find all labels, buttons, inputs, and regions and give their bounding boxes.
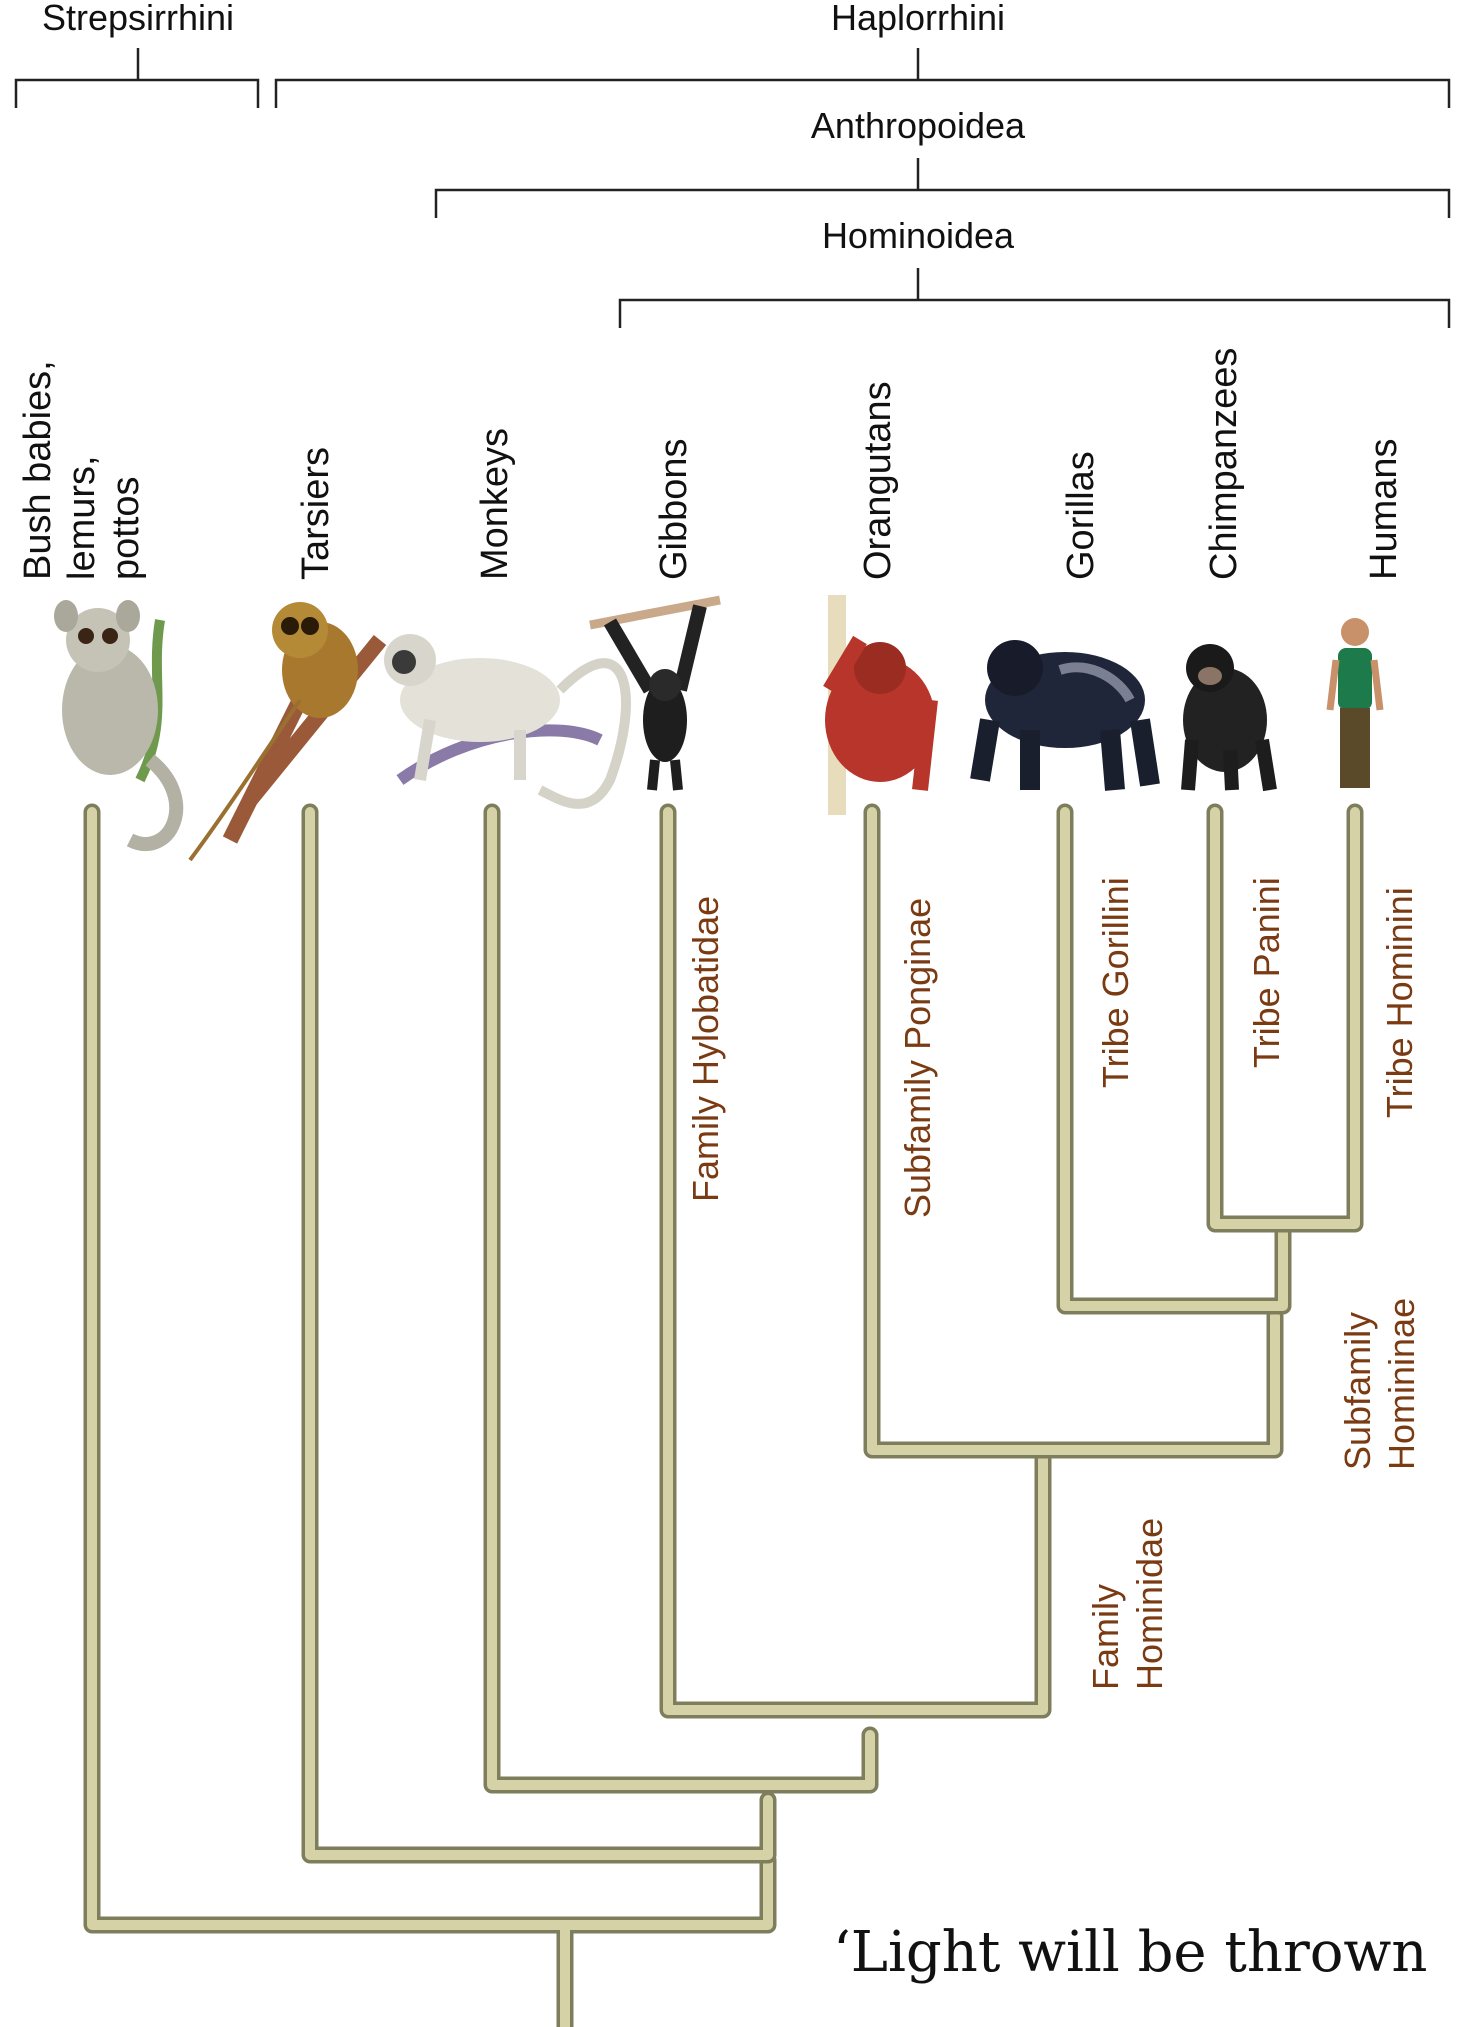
tip-label-orangutans: Orangutans [857, 381, 899, 580]
taxon-label-gorillini: Tribe Gorillini [1095, 877, 1136, 1088]
orangutan-illustration [825, 595, 935, 815]
taxon-label-hylobatidae: Family Hylobatidae [685, 896, 726, 1202]
tip-label-tarsiers: Tarsiers [295, 447, 337, 580]
taxon-label-hominini: Tribe Hominini [1379, 887, 1420, 1118]
haplorrhini-bracket [276, 48, 1449, 108]
tip-label-bushbabies: Bush babies, lemurs, pottos [17, 350, 147, 580]
taxon-label-hominidae: Family Hominidae [1085, 1518, 1170, 1690]
anthropoidea-bracket [436, 158, 1449, 218]
branch-monkeys [492, 812, 870, 1785]
taxon-label-ponginae: Subfamily Ponginae [897, 898, 938, 1218]
hominoidea-label: Hominoidea [822, 215, 1015, 256]
gorilla-illustration [980, 640, 1150, 790]
tip-label-gibbons: Gibbons [653, 438, 695, 580]
anthropoidea-label: Anthropoidea [811, 105, 1026, 146]
tip-label-humans: Humans [1363, 439, 1405, 581]
bushbaby-illustration [54, 600, 176, 844]
gibbon-illustration [590, 600, 720, 790]
hominoidea-bracket [620, 268, 1449, 328]
strepsirrhini-label: Strepsirrhini [42, 0, 234, 38]
quote-text: ‘Light will be thrown [833, 1920, 1427, 1985]
tarsier-illustration [190, 602, 380, 860]
tip-label-gorillas: Gorillas [1060, 451, 1102, 580]
tip-label-chimpanzees: Chimpanzees [1203, 348, 1245, 580]
tip-label-monkeys: Monkeys [474, 428, 516, 580]
chimpanzee-illustration [1183, 644, 1270, 790]
human-illustration [1330, 618, 1380, 788]
taxon-label-panini: Tribe Panini [1246, 877, 1287, 1068]
strepsirrhini-bracket [16, 48, 258, 108]
monkey-illustration [384, 634, 626, 804]
haplorrhini-label: Haplorrhini [831, 0, 1005, 38]
taxon-label-homininae: Subfamily Homininae [1337, 1298, 1422, 1470]
branch-monkeys [492, 812, 870, 1785]
